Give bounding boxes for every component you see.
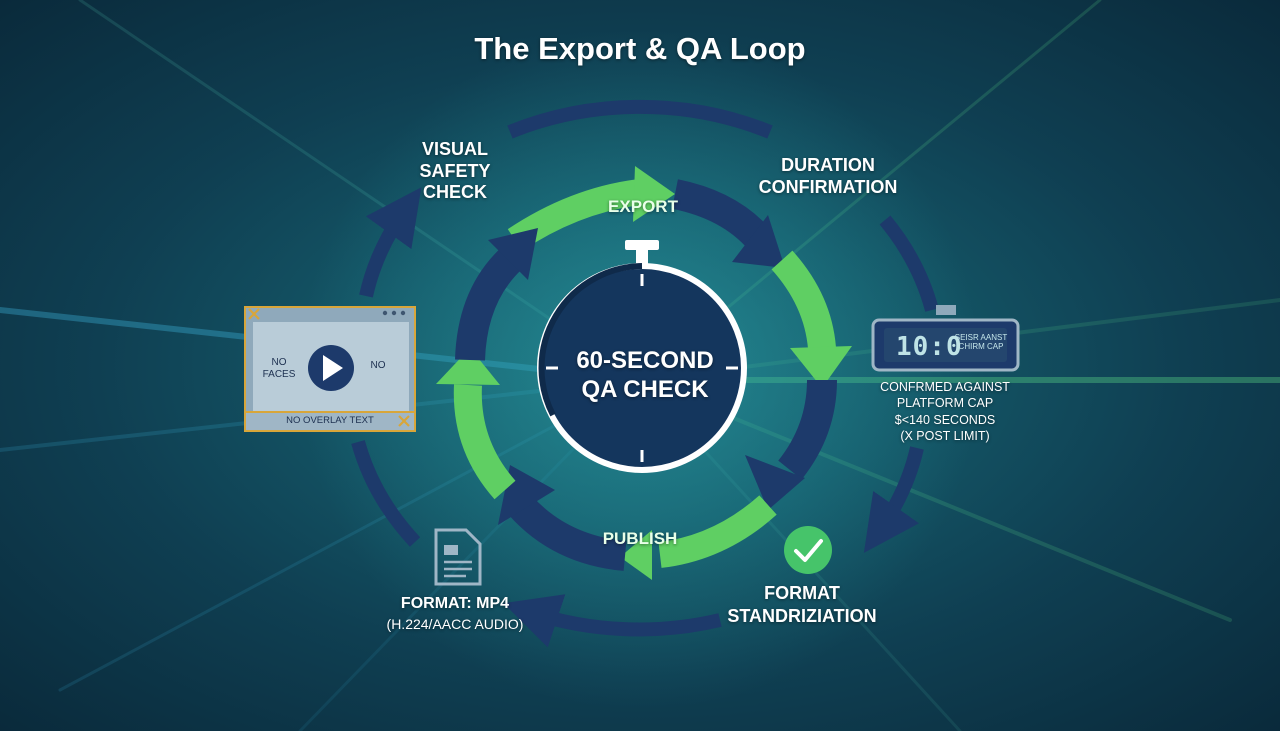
visual-safety-line: CHECK [422,182,487,203]
visual-safety-line: SAFETY [419,160,491,181]
video-preview-panel [244,306,416,432]
arrow-top-right-dark [671,179,785,268]
outer-arc-bottom [503,594,722,648]
document-icon [434,528,482,586]
timer-side-text: SEISR AANST CHIRM CAP [948,333,1014,352]
outer-arc-right-upper [879,215,939,312]
duration-caption-line: CONFRMED AGAINST [880,380,1010,394]
duration-caption-line: $<140 SECONDS [894,412,996,427]
duration-line: DURATION [781,155,875,175]
arrow-bottom-right-green [620,495,777,580]
duration-caption-line: (X POST LIMIT) [900,428,990,443]
outer-arc-left-lower [351,440,421,547]
duration-label: DURATION CONFIRMATION [738,155,918,198]
format-std-line: FORMAT [764,583,840,603]
center-label: 60-SECOND QA CHECK [545,346,745,405]
no-faces-line: NO [271,357,287,368]
format-std-line: STANDRIZIATION [727,606,877,627]
outer-ring [351,99,939,648]
checkmark-icon [784,526,832,574]
outer-arc-right-lower [863,446,924,553]
format-standardization-label: FORMAT STANDRIZIATION [712,582,892,629]
arrow-right-green [771,250,852,388]
duration-caption: CONFRMED AGAINST PLATFORM CAP $<140 SECO… [860,379,1030,444]
timer-side-line: CHIRM CAP [958,341,1004,351]
no-faces-line: FACES [262,369,296,380]
publish-label: PUBLISH [602,529,678,548]
no-text: NO [370,360,386,371]
arrow-left-upper-dark [455,228,538,361]
format-mp4-sub: (H.224/AACC AUDIO) [386,615,524,632]
center-line: 60-SECOND [576,347,714,374]
inner-loop [436,166,852,580]
format-mp4-line: FORMAT: MP4 [400,595,510,612]
center-line: QA CHECK [581,376,709,404]
play-icon [308,345,354,391]
outer-arc-top [507,99,773,139]
visual-safety-label: VISUAL SAFETY CHECK [385,139,525,204]
arrow-left-green [436,348,516,500]
stopwatch-icon [537,240,747,473]
close-icon [248,308,410,427]
outer-arc-left-upper [359,187,422,298]
page-title: The Export & QA Loop [474,31,806,66]
format-mp4-label: FORMAT: MP4 (H.224/AACC AUDIO) [360,594,550,633]
no-faces-text: NO FACES [255,357,303,381]
visual-safety-line: VISUAL [421,139,488,159]
timer-icon [871,305,1020,372]
timer-side-line: SEISR AANST [954,333,1008,342]
duration-caption-line: PLATFORM CAP [896,396,994,411]
duration-line: CONFIRMATION [758,176,898,197]
arrow-right-lower-dark [745,379,837,510]
timer-display: 10:0 [896,332,963,362]
no-overlay-text: NO OVERLAY TEXT [286,415,374,426]
export-label: EXPORT [608,197,678,216]
